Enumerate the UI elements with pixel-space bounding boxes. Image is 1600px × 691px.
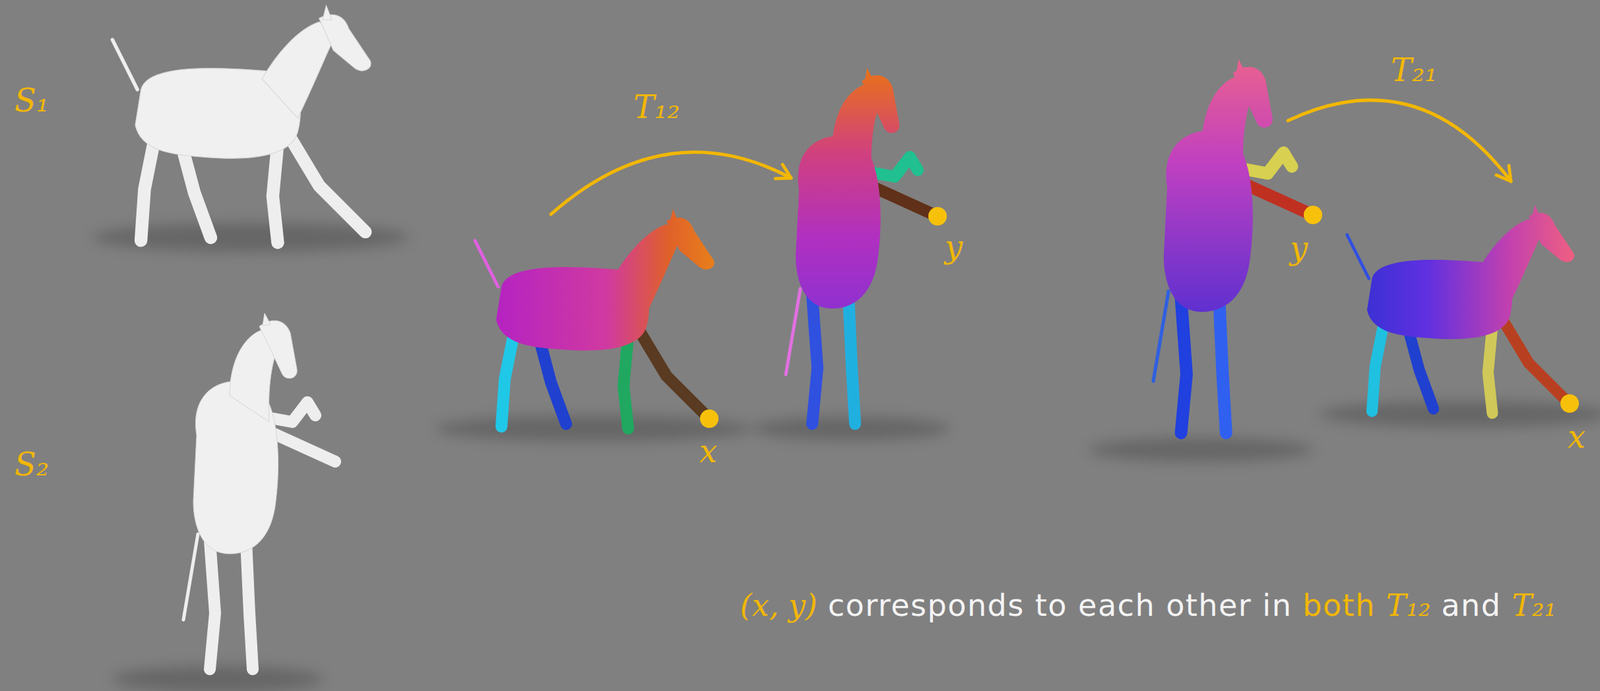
point-dot [1560,394,1579,414]
caption-math: (x, y) [740,589,818,623]
leg [1487,325,1493,414]
neck [613,224,683,314]
map-label: T₂₁ [1390,54,1438,86]
point-label: x [699,435,718,468]
neck [1478,219,1545,304]
caption-row: (x, y) corresponds to each other in both T₁… [740,589,1557,623]
ear [322,5,332,20]
ear [262,313,271,326]
body [496,209,715,352]
leg [623,336,629,429]
tail [785,288,801,375]
dots [700,205,1579,429]
point-dot [928,207,947,226]
neck [261,21,337,119]
caption-math: T₂₁ [1511,589,1557,623]
tail [475,240,499,288]
tail [112,39,138,90]
tail [1153,290,1169,382]
leg [246,541,253,670]
leg [141,135,156,241]
point-label: x [1567,420,1586,453]
shadow [112,666,324,691]
head [1528,213,1575,263]
horse-b [785,67,938,425]
head [259,320,297,379]
caption-text: and [1440,589,1502,623]
ear [669,209,679,223]
leg [1372,319,1385,412]
ear [1236,59,1246,73]
point-dot [1303,205,1323,225]
head [666,217,715,270]
head [1233,67,1273,128]
shape-label: S₁ [14,84,49,117]
body [795,67,900,309]
map-arrow [1287,100,1511,182]
ear [864,67,873,81]
head [319,14,371,71]
body [1367,204,1575,340]
tail [1347,234,1370,280]
shape-label: S₂ [14,448,49,481]
point-label: y [1289,232,1308,264]
leg [209,541,216,670]
tail [183,534,198,621]
body [135,5,371,159]
map-arrow [550,152,792,215]
point-dot [700,409,719,429]
point-label: y [944,230,963,263]
body [1163,59,1273,313]
caption-math: T₁₂ [1386,589,1432,623]
leg [272,143,278,243]
horse-a [475,209,715,429]
map-label: T₁₂ [633,91,681,123]
horse-c [1153,59,1313,434]
ear [1532,204,1540,218]
leg [638,329,710,419]
leg [848,295,856,425]
shadow [1319,401,1600,428]
leg [288,135,366,233]
horse-s1 [112,5,371,243]
shadow [1088,438,1313,462]
horse-s2 [183,313,336,670]
horse-d [1347,204,1575,414]
body [193,313,297,555]
caption-text: corresponds to each other in [828,589,1292,623]
leg [501,329,515,427]
leg [1181,298,1187,434]
leg [1502,319,1570,404]
head [861,75,900,134]
leg [1219,298,1227,434]
caption-text: both [1302,589,1376,623]
leg [812,295,818,425]
